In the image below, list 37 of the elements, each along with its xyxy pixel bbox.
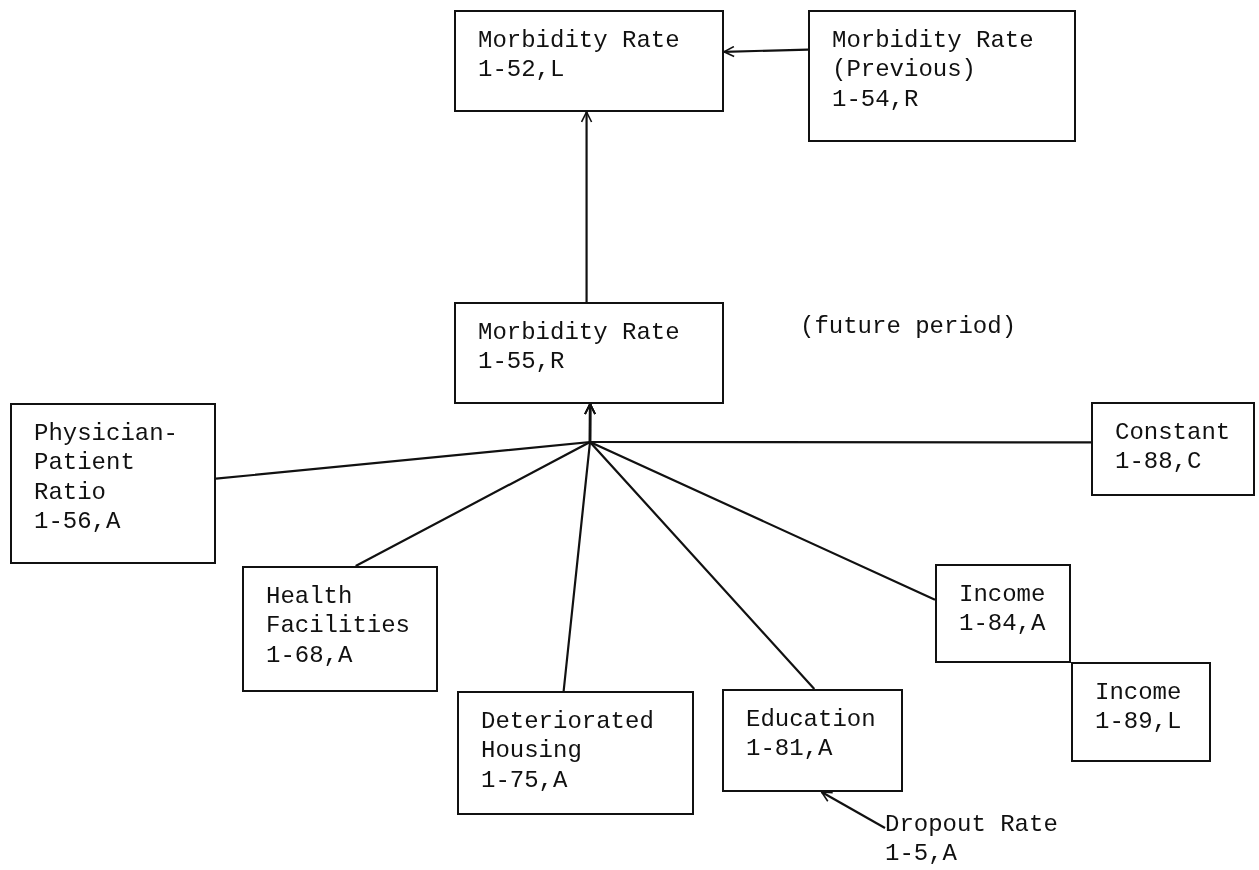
variable-name: Dropout Rate: [885, 810, 1059, 840]
variable-code: 1-55,R: [478, 347, 566, 377]
beside-label: (future period): [800, 313, 1017, 340]
arrow: [580, 111, 593, 302]
variable-name: Constant: [1115, 418, 1232, 448]
variable-code: 1-75,A: [481, 765, 569, 795]
variable-box: [454, 10, 724, 112]
arrow: [723, 45, 809, 58]
variable-name: Education: [746, 705, 877, 735]
variable-box: [808, 10, 1076, 142]
variable-code: 1-81,A: [746, 734, 834, 764]
variable-name: Morbidity Rate (Previous): [832, 26, 1035, 85]
variable-code: 1-54,R: [832, 84, 920, 114]
arrow: [584, 403, 1091, 444]
variable-code: 1-52,L: [478, 55, 566, 85]
variable-name: Health Facilities: [266, 582, 412, 641]
variable-name: Deteriorated Housing: [481, 707, 655, 766]
variable-box: [722, 689, 903, 792]
arrow: [820, 791, 886, 829]
variable-name: Morbidity Rate: [478, 318, 681, 348]
variable-box: [457, 691, 694, 815]
variable-code: 1-84,A: [959, 609, 1047, 639]
variable-box: [935, 564, 1071, 663]
variable-code: 1-5,A: [885, 839, 958, 869]
variable-name: Physician-Patient Ratio: [34, 419, 180, 507]
variable-box: [454, 302, 724, 404]
variable-code: 1-56,A: [34, 506, 122, 537]
variable-code: 1-89,L: [1095, 707, 1183, 737]
variable-code: 1-88,C: [1115, 447, 1203, 477]
variable-name: Income: [959, 580, 1047, 610]
variable-name: Morbidity Rate: [478, 26, 681, 56]
variable-name: Income: [1095, 678, 1183, 708]
variable-box: [1071, 662, 1211, 762]
variable-box: [242, 566, 438, 692]
variable-box: [1091, 402, 1255, 496]
variable-code: 1-68,A: [266, 640, 354, 670]
variable-box: [10, 403, 216, 564]
